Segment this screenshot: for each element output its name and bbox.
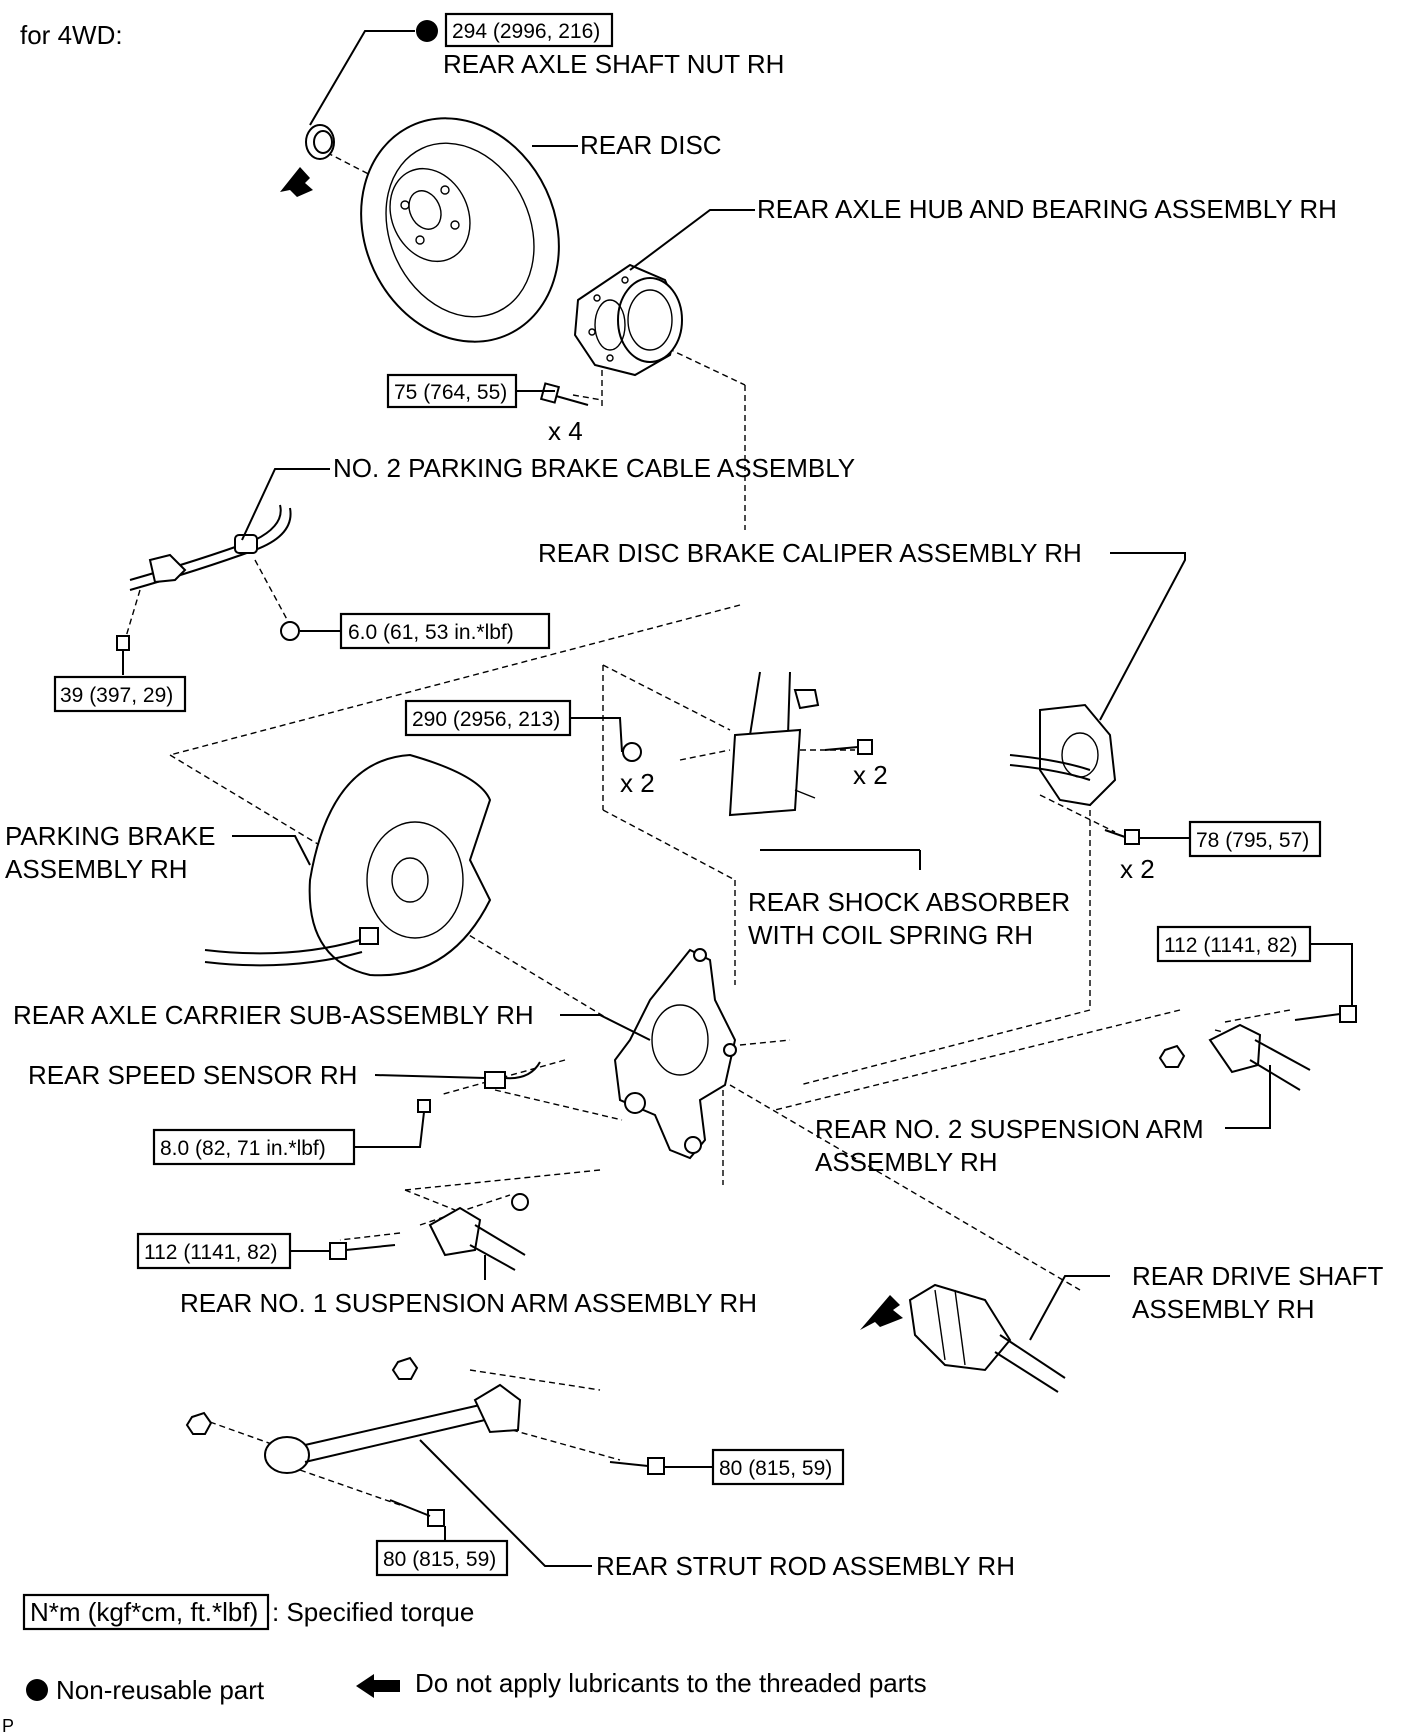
parking-brake-cable-part: [116, 504, 300, 651]
svg-text:6.0 (61, 53 in.*lbf): 6.0 (61, 53 in.*lbf): [348, 621, 514, 644]
qty-caliper-bolts: x 2: [1120, 854, 1155, 884]
label-hub-bearing: REAR AXLE HUB AND BEARING ASSEMBLY RH: [757, 194, 1337, 224]
label-rear-disc: REAR DISC: [580, 130, 722, 160]
torque-caliper-bolts: 78 (795, 57): [1188, 820, 1322, 858]
label-no1-arm: REAR NO. 1 SUSPENSION ARM ASSEMBLY RH: [180, 1288, 757, 1318]
label-no2-arm-line2: ASSEMBLY RH: [815, 1147, 998, 1177]
torque-shock-nut: 290 (2956, 213): [404, 699, 572, 737]
header-label: for 4WD:: [20, 20, 123, 50]
label-strut-rod: REAR STRUT ROD ASSEMBLY RH: [596, 1551, 1015, 1581]
torque-axle-nut: 294 (2996, 216): [416, 12, 614, 48]
parking-brake-part: [204, 753, 492, 977]
svg-text:75 (764, 55): 75 (764, 55): [394, 381, 507, 404]
svg-text:39 (397, 29): 39 (397, 29): [60, 684, 173, 707]
qty-shock-bolts: x 2: [853, 760, 888, 790]
nonreusable-legend-dot-icon: [26, 1679, 48, 1701]
legend: N*m (kgf*cm, ft.*lbf) : Specified torque…: [22, 1593, 927, 1705]
speed-sensor-part: [417, 1061, 541, 1113]
qty-shock-nuts: x 2: [620, 768, 655, 798]
torque-sensor-bolt: 8.0 (82, 71 in.*lbf): [152, 1128, 356, 1166]
torque-hub-bolts: 75 (764, 55): [386, 373, 518, 409]
no1-suspension-arm-part: [329, 1193, 529, 1271]
torque-no1-arm-bolt: 112 (1141, 82): [136, 1232, 292, 1270]
shock-absorber-part: [622, 671, 873, 817]
svg-text:8.0 (82, 71 in.*lbf): 8.0 (82, 71 in.*lbf): [160, 1137, 326, 1160]
hub-bearing-part: [573, 263, 683, 377]
torque-cable-bolt: 39 (397, 29): [53, 675, 187, 713]
label-drive-shaft-line1: REAR DRIVE SHAFT: [1132, 1261, 1383, 1291]
no-lube-arrow-icon-2: [860, 1295, 903, 1330]
label-no2-arm-line1: REAR NO. 2 SUSPENSION ARM: [815, 1114, 1204, 1144]
leader-lines: [122, 30, 1353, 1567]
torque-cable-nut: 6.0 (61, 53 in.*lbf): [339, 612, 551, 650]
no-lube-legend-arrow-icon: [356, 1674, 400, 1698]
label-shock-line1: REAR SHOCK ABSORBER: [748, 887, 1070, 917]
torque-strut-rod-bolt-1: 80 (815, 59): [711, 1448, 845, 1486]
label-axle-carrier: REAR AXLE CARRIER SUB-ASSEMBLY RH: [13, 1000, 534, 1030]
legend-torque-box-text: N*m (kgf*cm, ft.*lbf): [30, 1597, 258, 1627]
torque-strut-rod-bolt-2: 80 (815, 59): [375, 1539, 509, 1577]
legend-no-lube: Do not apply lubricants to the threaded …: [415, 1668, 927, 1698]
nonreusable-dot-icon: [416, 20, 438, 42]
label-rear-axle-shaft-nut: REAR AXLE SHAFT NUT RH: [443, 49, 784, 79]
drive-shaft-part: [860, 1283, 1066, 1393]
hub-bolt-part: [539, 382, 589, 406]
label-parking-brake-line2: ASSEMBLY RH: [5, 854, 188, 884]
legend-nonreusable: Non-reusable part: [56, 1675, 265, 1705]
qty-hub-bolts: x 4: [548, 416, 583, 446]
label-shock-line2: WITH COIL SPRING RH: [748, 920, 1033, 950]
svg-text:112 (1141, 82): 112 (1141, 82): [144, 1241, 278, 1264]
footer-mark: P: [2, 1716, 14, 1734]
no-lube-arrow-icon: [280, 167, 313, 197]
no2-suspension-arm-part: [1158, 1005, 1357, 1091]
svg-text:290 (2956, 213): 290 (2956, 213): [412, 708, 560, 731]
label-drive-shaft-line2: ASSEMBLY RH: [1132, 1294, 1315, 1324]
svg-text:78 (795, 57): 78 (795, 57): [1196, 829, 1309, 852]
svg-text:80 (815, 59): 80 (815, 59): [383, 1548, 496, 1571]
rear-axle-shaft-nut-part: [280, 124, 335, 197]
label-speed-sensor: REAR SPEED SENSOR RH: [28, 1060, 357, 1090]
rear-disc-part: [360, 117, 560, 343]
svg-text:112 (1141, 82): 112 (1141, 82): [1164, 934, 1298, 957]
caliper-part: [1009, 703, 1140, 845]
legend-torque-box: [22, 1593, 270, 1631]
label-parking-brake-line1: PARKING BRAKE: [5, 821, 215, 851]
svg-text:294 (2996, 216): 294 (2996, 216): [452, 20, 600, 43]
label-caliper: REAR DISC BRAKE CALIPER ASSEMBLY RH: [538, 538, 1082, 568]
svg-text:80 (815, 59): 80 (815, 59): [719, 1457, 832, 1480]
axle-carrier-part: [613, 948, 737, 1160]
strut-rod-part: [185, 1356, 665, 1527]
torque-no2-arm-bolt: 112 (1141, 82): [1156, 925, 1312, 963]
legend-torque-desc: : Specified torque: [272, 1597, 474, 1627]
label-parking-cable: NO. 2 PARKING BRAKE CABLE ASSEMBLY: [333, 453, 855, 483]
